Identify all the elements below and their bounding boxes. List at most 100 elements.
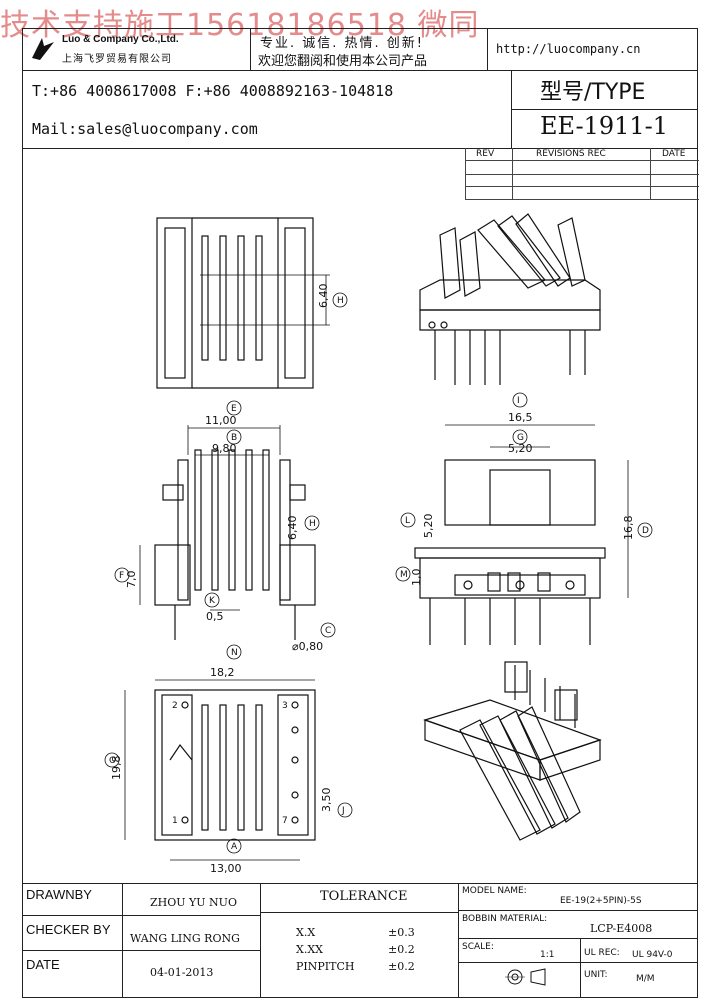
marker-l: L	[400, 512, 416, 528]
dim-f: 7,0	[125, 571, 138, 589]
marker-k: K	[204, 592, 220, 608]
tol-key-0: X.X	[296, 926, 316, 939]
unit-label: UNIT:	[584, 970, 608, 980]
marker-c: C	[320, 622, 336, 638]
side-view	[414, 424, 629, 645]
dimension-markers: H E B H F K C I G L D M N O J A	[104, 292, 653, 854]
logo-icon	[32, 38, 54, 60]
dim-top-640: 6,40	[317, 284, 330, 309]
bottom-view	[124, 679, 316, 861]
date-value: 04-01-2013	[150, 966, 214, 979]
divider	[22, 915, 260, 916]
tol-key-1: X.XX	[296, 943, 323, 956]
drawing-frame	[22, 28, 698, 998]
company-logo: Luo & Company Co.,Ltd. 上海飞罗贸易有限公司	[30, 32, 245, 66]
divider	[580, 938, 581, 998]
svg-text:J: J	[341, 806, 345, 816]
svg-text:O: O	[109, 756, 116, 766]
model-number: EE-1911-1	[540, 112, 669, 140]
dim-h: 6,40	[286, 516, 299, 541]
divider	[458, 883, 459, 998]
marker-j: J	[337, 802, 353, 818]
tol-val-1: ±0.2	[388, 943, 415, 956]
watermark-text: 技术支持施工15618186518 微同	[0, 8, 480, 43]
bobbin-material-label: BOBBIN MATERIAL:	[462, 914, 548, 924]
dim-l: 5,20	[422, 514, 435, 539]
dim-e: 11,00	[205, 414, 237, 427]
dim-m: 1,0	[410, 569, 423, 587]
dim-k: 0,5	[206, 610, 224, 623]
marker-b: B	[226, 429, 242, 445]
divider	[250, 28, 251, 70]
svg-text:G: G	[517, 433, 524, 443]
divider	[260, 883, 261, 998]
marker-f: F	[114, 567, 130, 583]
technical-drawing: 6,40 11,00 9,80 6,40 7,0 0,5 ⌀0,80 16,5 …	[104, 213, 653, 875]
svg-text:M: M	[400, 570, 408, 580]
dim-j: 3,50	[320, 788, 333, 813]
marker-h: H	[304, 515, 320, 531]
front-view	[139, 425, 316, 640]
dim-b: 9,80	[212, 442, 237, 455]
dim-i: 16,5	[508, 411, 533, 424]
ul-rec-value: UL 94V-0	[632, 950, 673, 960]
phone-fax: T:+86 4008617008 F:+86 4008892163-104818	[32, 82, 394, 100]
dim-c: ⌀0,80	[292, 640, 323, 653]
divider	[487, 28, 488, 70]
svg-text:N: N	[231, 648, 238, 658]
website-url[interactable]: http://luocompany.cn	[496, 42, 641, 56]
svg-text:H: H	[309, 519, 316, 529]
dim-g: 5,20	[508, 442, 533, 455]
bobbin-material-value: LCP-E4008	[590, 922, 653, 935]
dim-o: 19,8	[110, 756, 123, 781]
scale-label: SCALE:	[462, 942, 494, 952]
marker-e: E	[226, 400, 242, 416]
svg-text:E: E	[231, 404, 237, 414]
svg-text:F: F	[119, 571, 124, 581]
drawn-by-value: ZHOU YU NUO	[150, 896, 237, 909]
pin-number: 2	[172, 701, 178, 711]
tol-val-0: ±0.3	[388, 926, 415, 939]
revisions-header: REVISIONS REC	[536, 149, 606, 159]
divider	[22, 950, 260, 951]
divider	[458, 938, 698, 939]
unit-value: M/M	[636, 974, 655, 984]
pin-number: 7	[282, 816, 288, 826]
slogan-line1: 专业. 诚信. 热情. 创新!	[260, 36, 425, 51]
divider	[511, 109, 698, 110]
svg-text:D: D	[642, 526, 649, 536]
dim-a: 13,00	[210, 862, 242, 875]
marker-o: O	[104, 752, 120, 768]
divider	[122, 883, 123, 998]
divider	[458, 962, 698, 963]
divider	[22, 148, 698, 149]
svg-text:H: H	[337, 296, 344, 306]
svg-text:C: C	[325, 626, 331, 636]
tolerance-title: TOLERANCE	[320, 889, 408, 904]
tol-key-2: PINPITCH	[296, 960, 355, 973]
svg-text:L: L	[405, 516, 410, 526]
svg-text:K: K	[209, 596, 216, 606]
date-header: DATE	[662, 149, 686, 159]
svg-text:I: I	[517, 396, 520, 406]
projection-symbol-icon	[505, 966, 551, 992]
date-label: DATE	[26, 957, 60, 972]
dim-d: 16,8	[622, 516, 635, 541]
marker-m: M	[395, 566, 411, 582]
pin-number: 3	[282, 701, 288, 711]
dim-n: 18,2	[210, 666, 235, 679]
divider	[458, 910, 698, 911]
scale-value: 1:1	[540, 950, 555, 960]
marker-g: G	[512, 429, 528, 445]
marker-d: D	[637, 522, 653, 538]
email-address[interactable]: Mail:sales@luocompany.com	[32, 120, 258, 138]
tol-val-2: ±0.2	[388, 960, 415, 973]
checker-label: CHECKER BY	[26, 922, 111, 937]
top-view	[156, 217, 330, 389]
model-name-label: MODEL NAME:	[462, 886, 527, 896]
ul-rec-label: UL REC:	[584, 948, 620, 958]
marker-n: N	[226, 644, 242, 660]
divider	[22, 70, 698, 71]
isometric-view-top	[419, 213, 601, 385]
company-name-cn: 上海飞罗贸易有限公司	[62, 54, 172, 65]
